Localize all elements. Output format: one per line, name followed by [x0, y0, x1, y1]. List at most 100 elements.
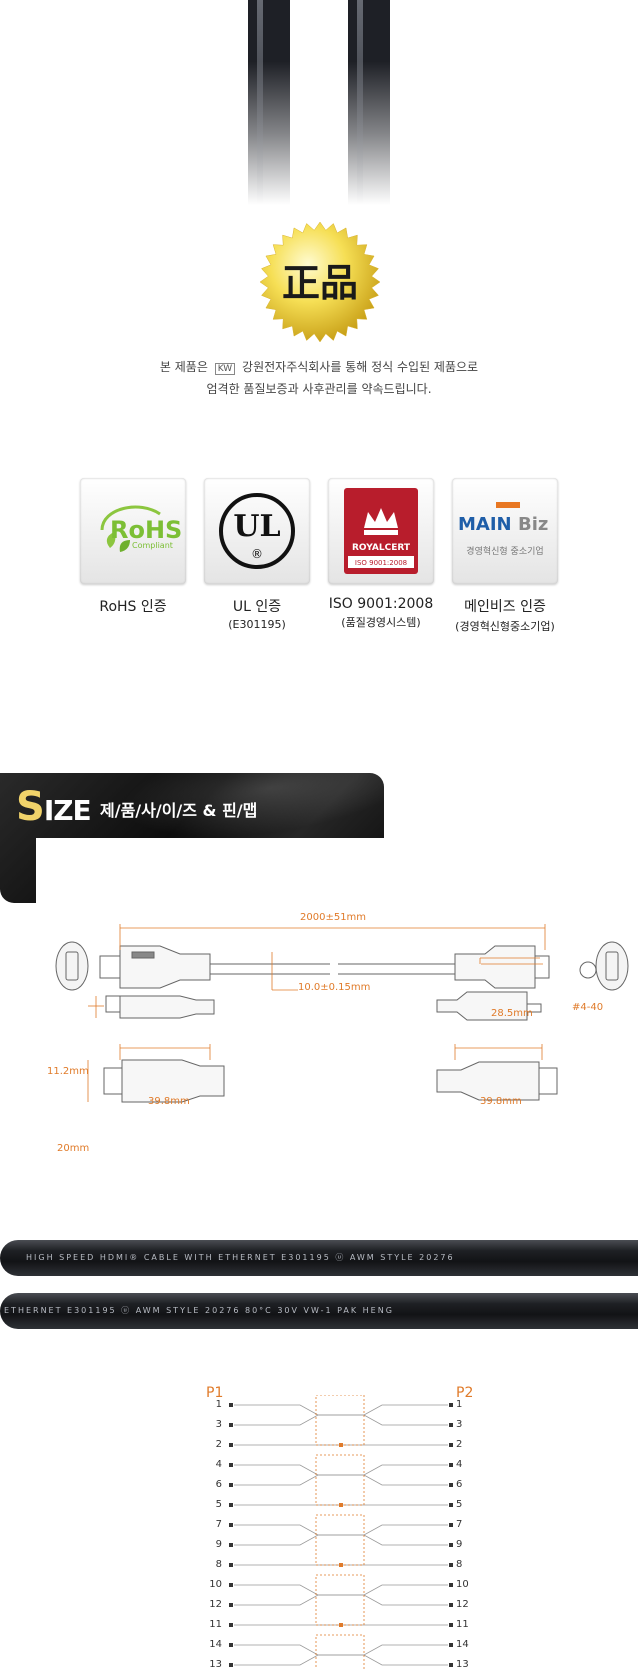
- cert-ul: UL ® UL 인증 (E301195): [204, 478, 310, 631]
- svg-text:Compliant: Compliant: [132, 541, 173, 550]
- pin-dot-right-10: [449, 1583, 453, 1587]
- cert-rohs: RoHS Compliant RoHS 인증: [80, 478, 186, 616]
- pin-right-8: 8: [456, 1559, 463, 1570]
- cable-dimension-diagram: [55, 924, 629, 1103]
- cable-print-text-1: HIGH SPEED HDMI® CABLE WITH ETHERNET E30…: [26, 1253, 455, 1262]
- svg-text:ISO 9001:2008: ISO 9001:2008: [355, 559, 407, 567]
- royalcert-logo-icon: ROYALCERT ISO 9001:2008: [328, 478, 434, 584]
- pin-dot-right-13: [449, 1663, 453, 1667]
- cable-print-bar-1: HIGH SPEED HDMI® CABLE WITH ETHERNET E30…: [0, 1240, 638, 1276]
- cable-print-text-2: ETHERNET E301195 ⓤ AWM STYLE 20276 80°C …: [4, 1306, 394, 1315]
- pin-wire-14: [234, 1644, 448, 1656]
- size-diagram-panel: [36, 838, 638, 1218]
- pin-right-12: 12: [456, 1599, 469, 1610]
- cert-mainbiz-title: 메인비즈 인증: [464, 599, 546, 615]
- pin-shield-box-4: [315, 1574, 365, 1626]
- pin-dot-left-10: [229, 1583, 233, 1587]
- pin-wire-12: [234, 1594, 448, 1606]
- pin-dot-right-5: [449, 1503, 453, 1507]
- pin-right-2: 2: [456, 1439, 463, 1450]
- cert-mainbiz-sub: (경영혁신형중소기업): [455, 620, 555, 633]
- pin-dot-right-7: [449, 1523, 453, 1527]
- pin-left-3: 3: [215, 1419, 222, 1430]
- intro-line-2: 엄격한 품질보증과 사후관리를 약속드립니다.: [206, 382, 432, 396]
- pin-left-14: 14: [209, 1639, 222, 1650]
- svg-text:ROYALCERT: ROYALCERT: [352, 543, 411, 553]
- badge-text: 正品: [282, 260, 358, 305]
- pin-dot-right-2: [449, 1443, 453, 1447]
- pin-left-6: 6: [215, 1479, 222, 1490]
- pinmap-left-title: P1: [206, 1385, 224, 1401]
- pin-dot-right-12: [449, 1603, 453, 1607]
- pin-shield-box-2: [315, 1454, 365, 1506]
- kw-logo-icon: KW: [214, 363, 236, 375]
- pin-dot-right-6: [449, 1483, 453, 1487]
- pin-right-7: 7: [456, 1519, 463, 1530]
- cert-iso: ROYALCERT ISO 9001:2008 ISO 9001:2008 (품…: [328, 478, 434, 630]
- ul-logo-icon: UL ®: [204, 478, 310, 584]
- pin-left-2: 2: [215, 1439, 222, 1450]
- dim-len-right: 39.8mm: [480, 1096, 522, 1107]
- pin-dot-left-7: [229, 1523, 233, 1527]
- pin-left-11: 11: [209, 1619, 222, 1630]
- pin-wire-7: [234, 1524, 448, 1536]
- intro-text-before: 본 제품은: [159, 360, 208, 374]
- pin-dot-left-4: [229, 1463, 233, 1467]
- intro-text-after: 강원전자주식회사를 통해 정식 수입된 제품으로: [242, 360, 479, 374]
- svg-text:RoHS: RoHS: [110, 516, 182, 544]
- pin-dot-left-13: [229, 1663, 233, 1667]
- pin-wire-13: [234, 1654, 448, 1666]
- dim-diameter: 10.0±0.15mm: [298, 982, 371, 993]
- intro-line-1: 본 제품은 KW 강원전자주식회사를 통해 정식 수입된 제품으로: [0, 358, 638, 375]
- pin-right-5: 5: [456, 1499, 463, 1510]
- pin-left-9: 9: [215, 1539, 222, 1550]
- pin-wire-3: [234, 1414, 448, 1426]
- pin-left-12: 12: [209, 1599, 222, 1610]
- svg-text:®: ®: [251, 547, 263, 561]
- pinmap-wiring-diagram: [229, 1395, 453, 1669]
- pin-left-1: 1: [215, 1399, 222, 1410]
- pin-dot-left-6: [229, 1483, 233, 1487]
- pin-dot-left-14: [229, 1643, 233, 1647]
- pin-wire-9: [234, 1534, 448, 1546]
- svg-text:UL: UL: [233, 509, 280, 544]
- svg-text:경영혁신형 중소기업: 경영혁신형 중소기업: [466, 545, 543, 557]
- pin-right-4: 4: [456, 1459, 463, 1470]
- pin-shield-box-1: [315, 1395, 365, 1446]
- pin-dot-right-11: [449, 1623, 453, 1627]
- pin-left-10: 10: [209, 1579, 222, 1590]
- pin-dot-right-8: [449, 1563, 453, 1567]
- cable-image-left: [248, 0, 290, 205]
- pin-right-3: 3: [456, 1419, 463, 1430]
- pin-shield-box-5: [315, 1634, 365, 1669]
- pin-dot-right-3: [449, 1423, 453, 1427]
- size-title: SIZE: [16, 784, 92, 830]
- cert-iso-sub: (품질경영시스템): [341, 616, 421, 629]
- pin-dot-right-1: [449, 1403, 453, 1407]
- pin-dot-left-8: [229, 1563, 233, 1567]
- dim-height-small: 11.2mm: [47, 1066, 89, 1077]
- dim-len-left: 39.8mm: [148, 1096, 190, 1107]
- pin-left-7: 7: [215, 1519, 222, 1530]
- cable-print-bar-2: ETHERNET E301195 ⓤ AWM STYLE 20276 80°C …: [0, 1293, 638, 1329]
- pin-dot-right-4: [449, 1463, 453, 1467]
- pin-dot-left-5: [229, 1503, 233, 1507]
- pin-wire-1: [234, 1404, 448, 1416]
- pin-dot-left-11: [229, 1623, 233, 1627]
- cert-ul-title: UL 인증: [232, 599, 282, 615]
- pin-right-1: 1: [456, 1399, 463, 1410]
- svg-text:MAIN: MAIN: [458, 514, 512, 535]
- dim-height-big: 20mm: [57, 1143, 90, 1154]
- pin-shield-box-3: [315, 1514, 365, 1566]
- size-subtitle: 제/품/사/이/즈 & 핀/맵: [100, 801, 258, 820]
- cert-mainbiz: MAIN Biz 경영혁신형 중소기업 메인비즈 인증 (경영혁신형중소기업): [452, 478, 558, 634]
- badge-star-icon: 正品: [259, 221, 381, 343]
- pin-left-5: 5: [215, 1499, 222, 1510]
- pin-left-8: 8: [215, 1559, 222, 1570]
- pin-right-11: 11: [456, 1619, 469, 1630]
- cert-iso-title: ISO 9001:2008: [328, 596, 434, 612]
- dim-screw: #4-40: [572, 1002, 604, 1013]
- pin-dot-left-9: [229, 1543, 233, 1547]
- pin-right-10: 10: [456, 1579, 469, 1590]
- pin-left-4: 4: [215, 1459, 222, 1470]
